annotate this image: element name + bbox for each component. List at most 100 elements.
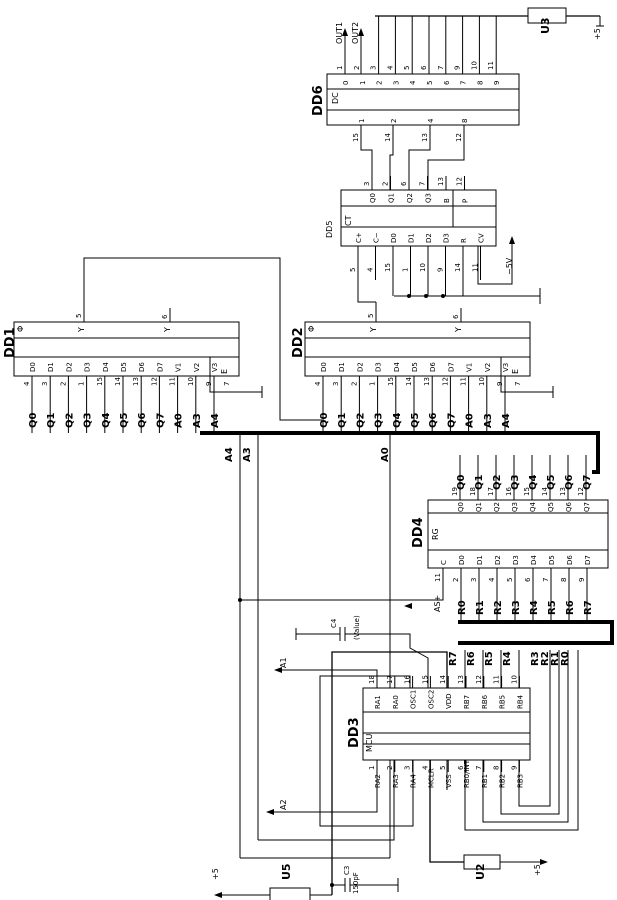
pin-signal: 8 xyxy=(476,81,484,85)
dd3-label: DD3 xyxy=(347,717,362,748)
pin-signal: Q2 xyxy=(406,193,414,203)
bus-tap-label: R4 xyxy=(529,600,540,615)
pin-signal: D3 xyxy=(375,362,383,372)
bus-tap-label: A3 xyxy=(483,413,494,428)
pin-number: 4 xyxy=(367,267,375,272)
pin-signal: RB3 xyxy=(516,774,524,788)
pin-signal: D2 xyxy=(425,233,433,243)
pin-signal: D2 xyxy=(65,362,73,372)
bus-tap-label: R0 xyxy=(457,600,468,615)
u5-supply: +5 xyxy=(211,868,220,880)
pin-number: 6 xyxy=(400,181,408,186)
pin-number: 2 xyxy=(59,382,67,386)
pin-number: 9 xyxy=(437,268,445,272)
pin-signal: D1 xyxy=(47,362,55,372)
pin-number: 15 xyxy=(523,487,531,496)
pin-number: 14 xyxy=(384,133,392,142)
pin-signal: D5 xyxy=(120,362,128,372)
pin-signal: 1 xyxy=(358,119,366,123)
pin-number: 16 xyxy=(505,487,513,496)
pin-signal: 5 xyxy=(426,81,434,85)
bus-tap-label: Q3 xyxy=(83,412,94,428)
dd2-label: DD2 xyxy=(291,327,306,358)
pin-number: 16 xyxy=(404,675,412,684)
pin-number: 15 xyxy=(421,675,429,684)
resistor-u2: U2 +5 xyxy=(463,854,548,880)
pin-number: 7 xyxy=(223,382,231,386)
pin-number: 1 xyxy=(369,382,377,386)
pin-signal: D1 xyxy=(476,555,484,565)
pin-signal: VDD xyxy=(445,693,453,709)
bus-tap-label: Q4 xyxy=(101,412,112,428)
bus-tap-label: R0 xyxy=(560,651,571,666)
pin-number: 11 xyxy=(460,377,468,386)
pin-number: 3 xyxy=(370,66,378,70)
pin-signal: B xyxy=(443,198,451,203)
pin-number: 14 xyxy=(541,487,549,496)
pin-signal: Q6 xyxy=(565,501,573,512)
dd3-pins: 18RA117RA016OSC115OSC214VDD13RB712RB611R… xyxy=(368,675,524,788)
pin-signal: V1 xyxy=(175,363,183,372)
pin-number: 7 xyxy=(475,766,483,770)
pin-number: 14 xyxy=(439,675,447,684)
dd5-function: CT xyxy=(344,215,353,226)
pin-number: 9 xyxy=(510,766,518,770)
bus-tap-label: Q0 xyxy=(319,412,330,428)
pin-number: 4 xyxy=(314,381,322,386)
pin-signal: D3 xyxy=(443,233,451,243)
bus-tap-label: R7 xyxy=(583,600,594,615)
pin-signal: 4 xyxy=(427,118,435,123)
pin-number: 15 xyxy=(384,263,392,272)
pin-signal: Q1 xyxy=(388,193,396,203)
pin-signal: V3 xyxy=(211,363,219,372)
pin-number: 12 xyxy=(150,377,158,386)
pin-signal: V2 xyxy=(484,363,492,372)
bus-tap-label: Q1 xyxy=(46,412,57,428)
pin-number: 7 xyxy=(542,578,550,582)
pin-number: 14 xyxy=(114,377,122,386)
dd5-minus5v: −5V xyxy=(505,257,514,275)
pin-number: 11 xyxy=(434,573,442,582)
pin-signal: C+ xyxy=(355,232,363,243)
pin-signal: D2 xyxy=(494,555,502,565)
pin-signal: D7 xyxy=(447,362,455,372)
bus-tap-label: Q1 xyxy=(474,474,485,490)
dd2-ybar: Y xyxy=(454,327,463,333)
capacitor-c4: C4 (Value) xyxy=(296,615,429,688)
pin-number: 10 xyxy=(187,377,195,386)
pin-number: 13 xyxy=(132,377,140,386)
pin-signal: D0 xyxy=(458,555,466,565)
pin-number: 11 xyxy=(472,263,480,272)
pin-number: 14 xyxy=(454,263,462,272)
pin-number: 7 xyxy=(514,382,522,386)
dd1-y: Y xyxy=(77,327,86,333)
bus-label-a4: A4 xyxy=(224,447,235,462)
dd1-ybar-pin: 6 xyxy=(161,314,169,319)
pin-number: 12 xyxy=(475,675,483,684)
pin-signal: RA0 xyxy=(392,695,400,709)
dd6-out2: OUT2 xyxy=(351,22,360,44)
pin-number: 19 xyxy=(451,487,459,496)
as-label: AS+ xyxy=(433,595,442,612)
bus-tap-label: R7 xyxy=(448,651,459,666)
dd6-out1: OUT1 xyxy=(335,22,344,44)
resistor-u5: U5 +5 xyxy=(211,863,332,900)
arrow-a2: A2 xyxy=(279,799,288,810)
bus-tap-label: Q6 xyxy=(137,412,148,428)
pin-number: 17 xyxy=(487,487,495,496)
dd6-label: DD6 xyxy=(311,85,326,116)
bus-tap-label: Q0 xyxy=(28,412,39,428)
pin-signal: Q7 xyxy=(583,502,591,512)
pin-signal: RB2 xyxy=(499,774,507,788)
bus-tap-label: R1 xyxy=(475,600,486,615)
bus-tap-label: R2 xyxy=(493,600,504,615)
pin-signal: D5 xyxy=(411,362,419,372)
pin-number: 18 xyxy=(368,675,376,684)
bus-tap-label: R6 xyxy=(466,651,477,666)
pin-number: 2 xyxy=(350,382,358,386)
pin-number: 18 xyxy=(469,487,477,496)
c4-value: (Value) xyxy=(353,615,361,640)
pin-signal: D1 xyxy=(408,233,416,243)
c4-name: C4 xyxy=(330,618,338,628)
